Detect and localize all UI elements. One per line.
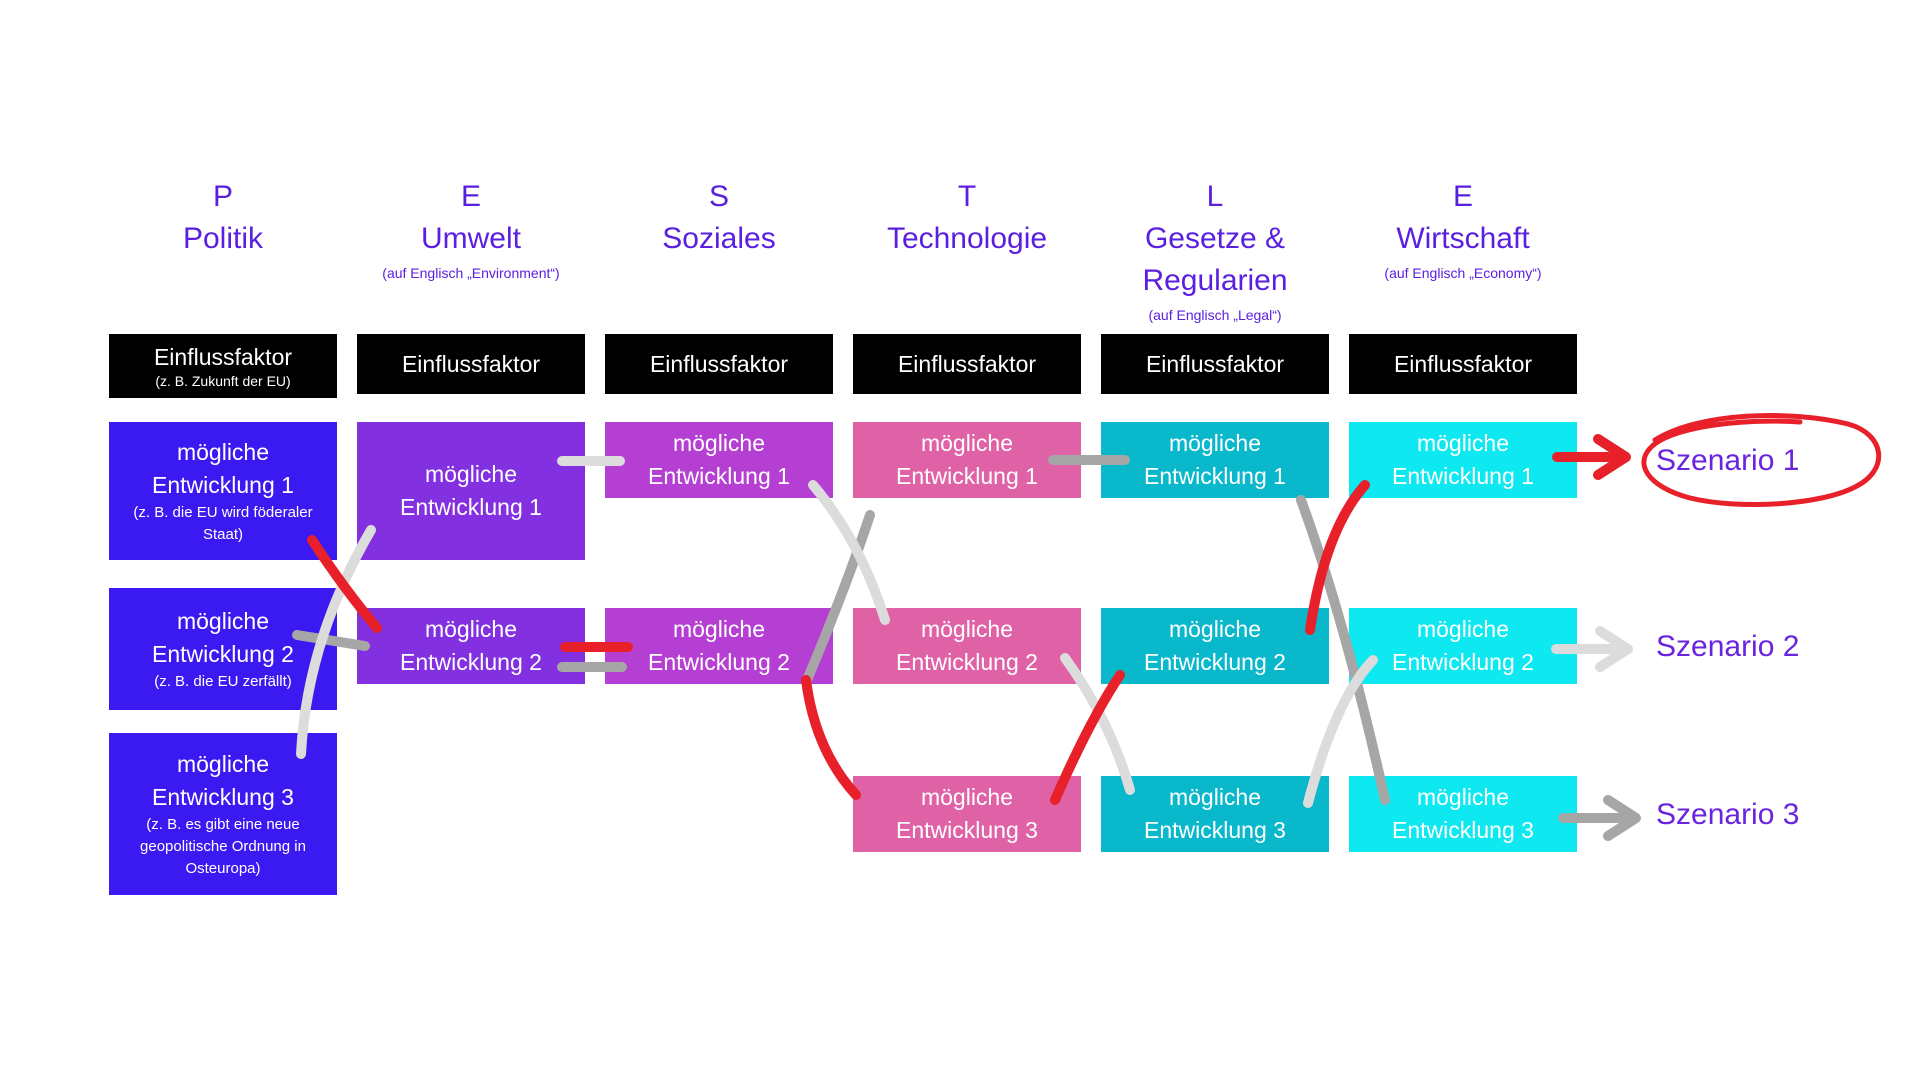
heading-letter: L — [1206, 180, 1224, 213]
heading-letter: E — [460, 180, 481, 213]
factor-box-technologie: Einflussfaktor — [853, 334, 1081, 394]
factor-box-gesetze: Einflussfaktor — [1101, 334, 1329, 394]
heading-soziales: S Soziales — [599, 176, 839, 260]
heading-subtitle: (auf Englisch „Environment“) — [382, 265, 560, 281]
development-box-gesetze-3: mögliche Entwicklung 3 — [1101, 776, 1329, 852]
development-label: mögliche Entwicklung 2 — [896, 616, 1038, 675]
scenario-1-arrowhead-icon — [1593, 434, 1631, 480]
factor-example: (z. B. Zukunft der EU) — [155, 373, 291, 389]
development-label: mögliche Entwicklung 3 — [152, 751, 294, 810]
development-label: mögliche Entwicklung 3 — [896, 784, 1038, 843]
factor-box-umwelt: Einflussfaktor — [357, 334, 585, 394]
heading-name: Technologie — [886, 222, 1048, 255]
factor-label: Einflussfaktor — [897, 351, 1037, 377]
heading-name: Gesetze & Regularien — [1142, 222, 1288, 297]
development-label: mögliche Entwicklung 3 — [1144, 784, 1286, 843]
development-example: (z. B. die EU zerfällt) — [154, 673, 292, 690]
heading-subtitle: (auf Englisch „Legal“) — [1148, 307, 1282, 323]
heading-umwelt: E Umwelt (auf Englisch „Environment“) — [351, 176, 591, 282]
development-box-politik-3: mögliche Entwicklung 3 (z. B. es gibt ei… — [109, 733, 337, 895]
development-label: mögliche Entwicklung 2 — [1392, 616, 1534, 675]
development-label: mögliche Entwicklung 1 — [400, 461, 542, 520]
heading-name: Wirtschaft — [1396, 222, 1530, 255]
heading-subtitle: (auf Englisch „Economy“) — [1384, 265, 1542, 281]
development-example: (z. B. es gibt eine neue geopolitische O… — [140, 816, 306, 877]
heading-name: Politik — [182, 222, 264, 255]
development-box-soziales-1: mögliche Entwicklung 1 — [605, 422, 833, 498]
heading-letter: P — [212, 180, 233, 213]
development-label: mögliche Entwicklung 3 — [1392, 784, 1534, 843]
development-box-technologie-2: mögliche Entwicklung 2 — [853, 608, 1081, 684]
development-box-umwelt-1: mögliche Entwicklung 1 — [357, 422, 585, 560]
development-label: mögliche Entwicklung 1 — [1144, 430, 1286, 489]
development-label: mögliche Entwicklung 2 — [648, 616, 790, 675]
factor-box-soziales: Einflussfaktor — [605, 334, 833, 394]
development-label: mögliche Entwicklung 2 — [1144, 616, 1286, 675]
heading-letter: T — [957, 180, 977, 213]
scenario-2-label: Szenario 2 — [1656, 630, 1800, 663]
development-box-gesetze-2: mögliche Entwicklung 2 — [1101, 608, 1329, 684]
heading-name: Soziales — [662, 222, 776, 255]
scenario-3-arrowhead-icon — [1603, 795, 1641, 841]
development-box-wirtschaft-1: mögliche Entwicklung 1 — [1349, 422, 1577, 498]
development-box-soziales-2: mögliche Entwicklung 2 — [605, 608, 833, 684]
development-box-gesetze-1: mögliche Entwicklung 1 — [1101, 422, 1329, 498]
development-label: mögliche Entwicklung 1 — [648, 430, 790, 489]
development-label: mögliche Entwicklung 2 — [152, 608, 294, 667]
development-box-wirtschaft-3: mögliche Entwicklung 3 — [1349, 776, 1577, 852]
development-box-politik-2: mögliche Entwicklung 2 (z. B. die EU zer… — [109, 588, 337, 710]
factor-label: Einflussfaktor — [401, 351, 541, 377]
development-label: mögliche Entwicklung 1 — [1392, 430, 1534, 489]
heading-wirtschaft: E Wirtschaft (auf Englisch „Economy“) — [1343, 176, 1583, 282]
factor-label: Einflussfaktor — [153, 344, 293, 370]
heading-technologie: T Technologie — [847, 176, 1087, 260]
development-label: mögliche Entwicklung 1 — [896, 430, 1038, 489]
heading-letter: S — [708, 180, 729, 213]
factor-label: Einflussfaktor — [1393, 351, 1533, 377]
heading-name: Umwelt — [420, 222, 521, 255]
development-box-technologie-3: mögliche Entwicklung 3 — [853, 776, 1081, 852]
development-box-umwelt-2: mögliche Entwicklung 2 — [357, 608, 585, 684]
development-box-wirtschaft-2: mögliche Entwicklung 2 — [1349, 608, 1577, 684]
development-example: (z. B. die EU wird föderaler Staat) — [133, 504, 313, 543]
factor-box-politik: Einflussfaktor (z. B. Zukunft der EU) — [109, 334, 337, 398]
scenario-3-label: Szenario 3 — [1656, 798, 1800, 831]
scenario-1-label: Szenario 1 — [1656, 444, 1800, 477]
factor-label: Einflussfaktor — [1145, 351, 1285, 377]
heading-politik: P Politik — [103, 176, 343, 260]
factor-box-wirtschaft: Einflussfaktor — [1349, 334, 1577, 394]
development-box-technologie-1: mögliche Entwicklung 1 — [853, 422, 1081, 498]
heading-letter: E — [1452, 180, 1473, 213]
development-label: mögliche Entwicklung 2 — [400, 616, 542, 675]
heading-gesetze: L Gesetze & Regularien (auf Englisch „Le… — [1095, 176, 1335, 324]
scenario-2-arrowhead-icon — [1595, 626, 1633, 672]
development-label: mögliche Entwicklung 1 — [152, 439, 294, 498]
factor-label: Einflussfaktor — [649, 351, 789, 377]
development-box-politik-1: mögliche Entwicklung 1 (z. B. die EU wir… — [109, 422, 337, 560]
